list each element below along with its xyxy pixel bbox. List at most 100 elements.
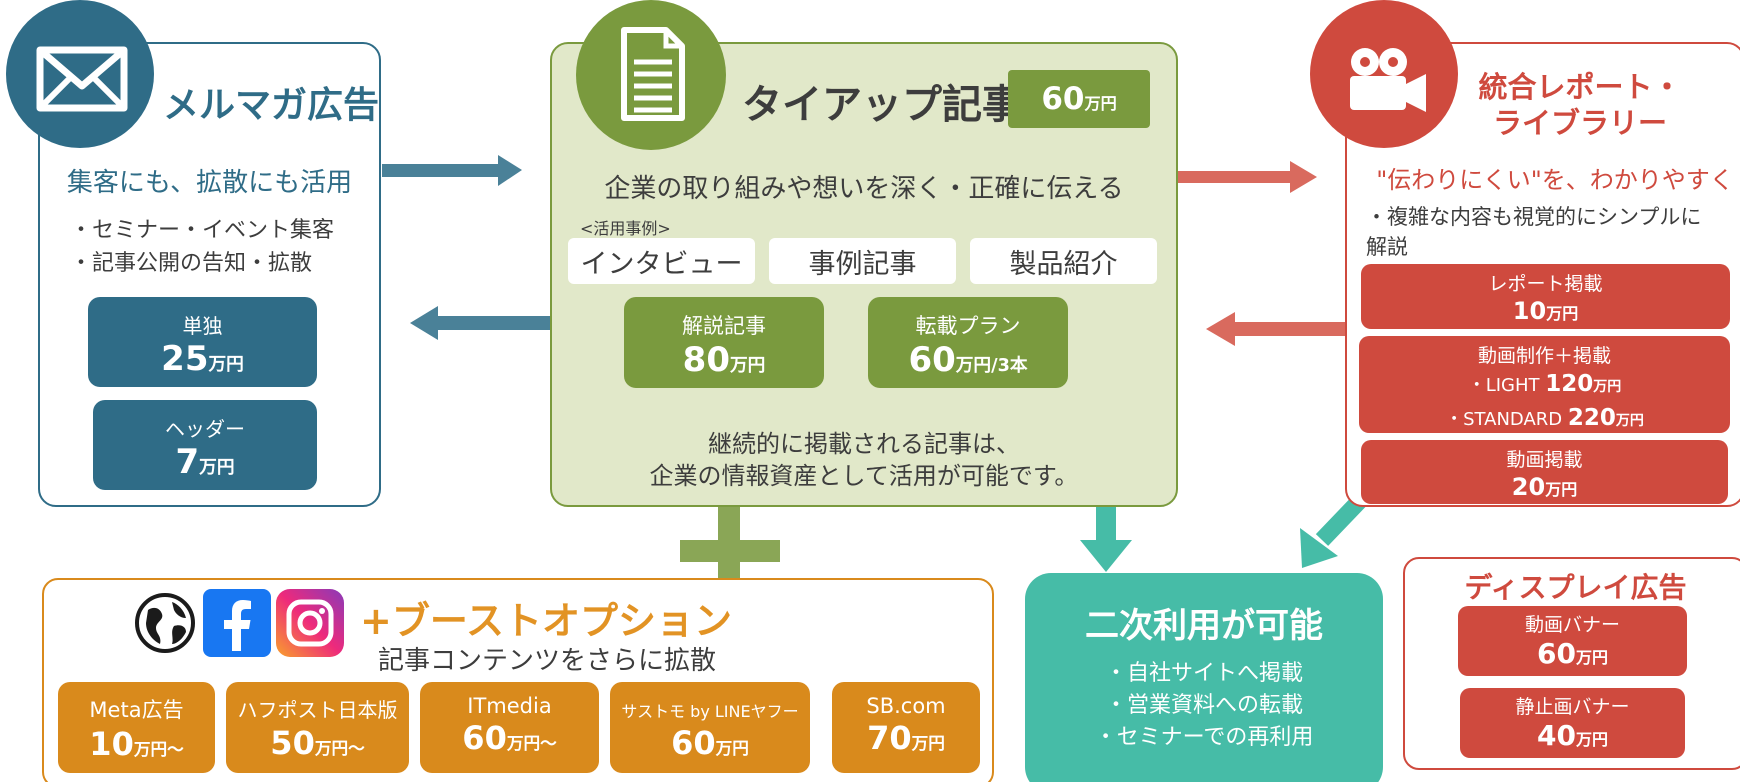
globe-icon: [135, 593, 195, 653]
standard-label: ・STANDARD: [1445, 409, 1568, 430]
plan-name: 転載プラン: [915, 314, 1021, 338]
report-plan-video[interactable]: 動画制作＋掲載 ・LIGHT 120万円 ・STANDARD 220万円: [1359, 336, 1730, 433]
report-plan-report[interactable]: レポート掲載 10万円: [1361, 264, 1730, 329]
standard-price: 220: [1567, 405, 1616, 431]
tieup-subtitle: 企業の取り組みや想いを深く・正確に伝える: [604, 174, 1124, 204]
mail-plan-header[interactable]: ヘッダー 7万円: [93, 400, 317, 490]
mail-plan-standalone[interactable]: 単独 25万円: [88, 297, 317, 387]
plan-name: ヘッダー: [165, 417, 245, 441]
video-camera-icon-circle: [1310, 0, 1458, 148]
mail-bullet: ・記事公開の告知・拡散: [70, 251, 313, 276]
option-unit: 万円～: [133, 740, 184, 759]
plan-price: 10: [1512, 297, 1547, 325]
plan-name: レポート掲載: [1488, 273, 1603, 295]
plan-name: 解説記事: [682, 314, 766, 338]
option-unit: 万円～: [314, 739, 365, 758]
plan-unit: 万円: [208, 355, 244, 375]
plan-price-line: 7万円: [93, 442, 317, 488]
plan-price: 40: [1537, 719, 1576, 752]
arrow-mail-to-tieup: [382, 155, 522, 186]
tieup-plan-repost[interactable]: 転載プラン 60万円/3本: [868, 297, 1068, 388]
plan-price: 60: [1537, 637, 1576, 670]
option-price: 10: [89, 725, 134, 763]
option-price-line: 10万円～: [58, 724, 215, 770]
light-label: ・LIGHT: [1467, 375, 1546, 396]
display-plan-video-banner[interactable]: 動画バナー 60万円: [1458, 606, 1687, 676]
display-plan-static-banner[interactable]: 静止画バナー 40万円: [1460, 688, 1685, 758]
document-icon-circle: [576, 0, 726, 150]
plan-price-line: 60万円/3本: [868, 340, 1068, 386]
report-subtitle: "伝わりにくい"を、わかりやすく: [1376, 166, 1734, 194]
report-title-line: ライブラリー: [1492, 106, 1667, 140]
display-title: ディスプレイ広告: [1464, 571, 1687, 604]
plan-price-line: 20万円: [1361, 472, 1728, 505]
mail-icon-circle: [6, 0, 154, 148]
plan-unit: 万円: [1575, 648, 1608, 667]
video-camera-icon: [1350, 48, 1426, 112]
plan-name: 単独: [182, 314, 223, 338]
option-price-line: 60万円: [610, 722, 810, 770]
secondary-title: 二次利用が可能: [1085, 606, 1323, 646]
tieup-footer-line: 企業の情報資産として活用が可能です。: [649, 462, 1079, 490]
badge-unit: 万円: [1084, 94, 1117, 113]
plus-connector: [680, 502, 780, 600]
plan-unit: 万円: [1545, 480, 1578, 499]
instagram-icon: [276, 589, 344, 657]
example-interview: インタビュー: [568, 238, 755, 284]
option-price: 60: [462, 719, 507, 757]
option-name: ハフポスト日本版: [237, 698, 398, 722]
tieup-footer-line: 継続的に掲載される記事は、: [708, 430, 1020, 458]
plan-standard-line: ・STANDARD 220万円: [1359, 403, 1730, 436]
report-plan-video-post[interactable]: 動画掲載 20万円: [1361, 440, 1728, 504]
plan-unit: 万円: [1575, 730, 1608, 749]
secondary-bullet: ・営業資料への転載: [1104, 693, 1303, 718]
report-title-line: 統合レポート・: [1478, 70, 1682, 104]
secondary-bullet: ・セミナーでの再利用: [1094, 725, 1314, 750]
plan-price: 60: [908, 340, 956, 380]
arrow-tieup-to-report: [1178, 161, 1317, 193]
boost-option-sbcom[interactable]: SB.com 70万円: [832, 682, 980, 773]
arrow-tieup-to-mail: [410, 306, 550, 340]
tieup-price-badge: 60万円: [1008, 70, 1150, 128]
mail-subtitle: 集客にも、拡散にも活用: [66, 168, 353, 198]
plan-unit: 万円: [1546, 304, 1579, 323]
boost-option-itmedia[interactable]: ITmedia 60万円～: [420, 682, 599, 773]
plan-unit: 万円: [199, 458, 235, 478]
secondary-use-panel: [1025, 573, 1383, 782]
plan-name: 動画掲載: [1506, 449, 1583, 471]
plan-price-line: 40万円: [1460, 719, 1685, 757]
example-product: 製品紹介: [970, 238, 1157, 284]
plan-price-line: 80万円: [624, 340, 824, 386]
option-price: 60: [671, 724, 716, 762]
arrow-report-to-tieup: [1206, 312, 1346, 346]
plan-name: 動画バナー: [1524, 614, 1620, 636]
facebook-icon: [203, 589, 271, 657]
option-price-line: 60万円～: [420, 718, 599, 764]
secondary-bullet: ・自社サイトへ掲載: [1104, 661, 1303, 686]
example-case-study: 事例記事: [769, 238, 956, 284]
plan-unit: 万円/3本: [955, 356, 1028, 376]
option-name: Meta広告: [89, 698, 184, 722]
light-unit: 万円: [1593, 379, 1622, 395]
option-unit: 万円～: [506, 734, 557, 753]
option-price-line: 70万円: [832, 718, 980, 764]
boost-option-huffpost[interactable]: ハフポスト日本版 50万円～: [226, 682, 409, 773]
document-icon: [621, 27, 685, 121]
plan-price: 7: [175, 442, 200, 482]
plan-price: 25: [161, 339, 209, 379]
tieup-plan-explainer[interactable]: 解説記事 80万円: [624, 297, 824, 388]
plan-price-line: 25万円: [88, 339, 317, 385]
option-price-line: 50万円～: [226, 723, 409, 769]
plan-price: 20: [1511, 473, 1546, 501]
arrow-tieup-to-secondary: [1080, 507, 1132, 572]
option-price: 50: [270, 724, 315, 762]
standard-unit: 万円: [1615, 413, 1644, 429]
plan-name: 動画制作＋掲載: [1477, 345, 1611, 367]
plan-light-line: ・LIGHT 120万円: [1359, 368, 1730, 403]
mail-title: メルマガ広告: [163, 85, 380, 126]
boost-option-sustainable[interactable]: サストモ by LINEヤフー 60万円: [610, 682, 810, 773]
mail-icon: [36, 46, 128, 112]
plan-name: 静止画バナー: [1515, 696, 1630, 718]
boost-option-meta[interactable]: Meta広告 10万円～: [58, 682, 215, 773]
boost-subtitle: 記事コンテンツをさらに拡散: [378, 646, 717, 676]
